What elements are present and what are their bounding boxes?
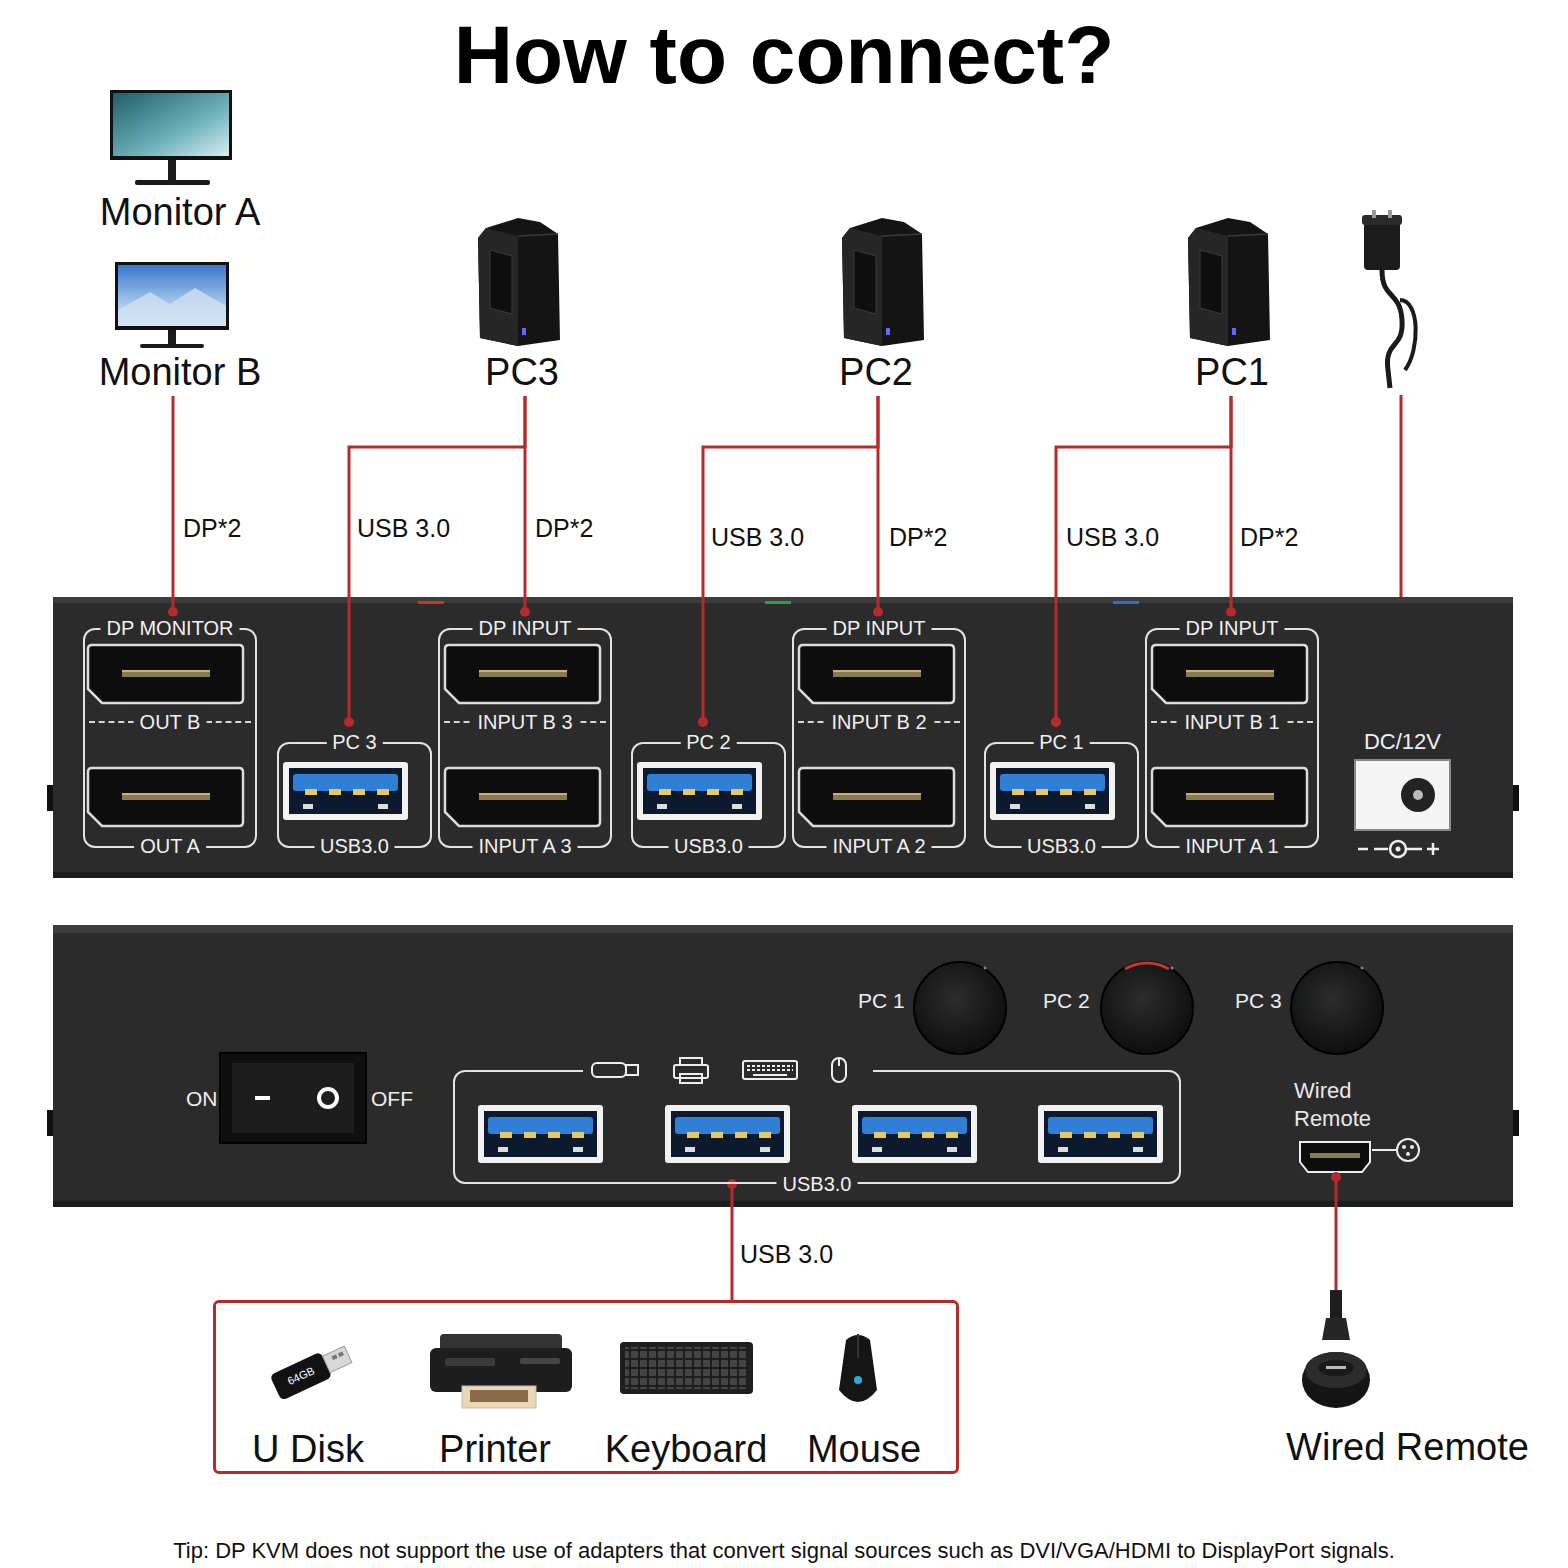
node-text: USB3.0 <box>314 835 395 858</box>
caption-note: Tip: DP KVM does not support the use of … <box>54 1538 1514 1564</box>
port-dot <box>873 607 883 617</box>
remote-port: Wired Remote <box>1290 1075 1430 1177</box>
device-label: Monitor B <box>80 350 280 396</box>
cable-label: USB 3.0 <box>357 514 450 543</box>
node-text: DC/12V <box>1360 729 1445 754</box>
group-outline <box>83 628 257 848</box>
icon-strip <box>583 1054 873 1086</box>
node-text: PC 2 <box>680 731 736 754</box>
node-text: Mouse <box>807 1428 921 1472</box>
cable-line <box>1056 396 1231 722</box>
cable-line <box>1230 396 1233 612</box>
peripheral-icons <box>583 1054 873 1086</box>
port-group: PC 2 USB3.0 <box>631 722 786 860</box>
cable-line <box>703 396 878 722</box>
cable-line <box>524 396 527 612</box>
cable-line <box>349 396 525 722</box>
peripheral-box: U Disk Printer Keyboard Mouse <box>213 1300 959 1474</box>
cable-label: USB 3.0 <box>1066 523 1159 552</box>
port-dot <box>727 1179 737 1189</box>
cable-label: DP*2 <box>183 514 241 543</box>
port-group: DP INPUT INPUT B 1 INPUT A 1 <box>1145 612 1319 860</box>
device-label: PC1 <box>1172 350 1292 396</box>
node-text: PC 3 <box>326 731 382 754</box>
node-text: DP INPUT <box>473 617 578 640</box>
group-outline <box>631 742 786 848</box>
cable-label: DP*2 <box>535 514 593 543</box>
cable-line <box>1335 1177 1338 1290</box>
cable-line <box>172 396 175 612</box>
device-label: Monitor A <box>80 190 280 236</box>
cable-label: USB 3.0 <box>711 523 804 552</box>
node-text: INPUT A 2 <box>826 835 931 858</box>
cable-line <box>877 396 880 612</box>
cable-label: DP*2 <box>1240 523 1298 552</box>
panel-label: ON <box>186 1087 218 1111</box>
port-dot <box>698 717 708 727</box>
panel-label: PC 2 <box>1043 989 1090 1013</box>
port-dot <box>1331 1172 1341 1182</box>
node-text: INPUT B 1 <box>1178 711 1285 734</box>
node-text: PC3 <box>485 351 559 395</box>
node-text: Monitor B <box>99 351 262 395</box>
cable-label: DP*2 <box>889 523 947 552</box>
group-outline <box>453 1070 1181 1184</box>
power-port: DC/12V <box>1350 718 1455 863</box>
port-dot <box>1226 607 1236 617</box>
node-text: PC 1 <box>1033 731 1089 754</box>
device-label: PC3 <box>462 350 582 396</box>
port-dot <box>168 607 178 617</box>
node-text: Printer <box>439 1428 551 1472</box>
node-text: PC2 <box>839 351 913 395</box>
node-text: USB3.0 <box>777 1173 858 1196</box>
port-group: DP INPUT INPUT B 2 INPUT A 2 <box>792 612 966 860</box>
cable-label: USB 3.0 <box>740 1240 833 1269</box>
node-text: INPUT A 1 <box>1179 835 1284 858</box>
port-group: DP MONITOR OUT B OUT A <box>83 612 257 860</box>
group-outline <box>792 628 966 848</box>
node-text: Keyboard <box>605 1428 768 1472</box>
group-outline <box>984 742 1139 848</box>
group-outline <box>1145 628 1319 848</box>
node-text: OUT B <box>134 711 207 734</box>
node-text: USB3.0 <box>668 835 749 858</box>
panel-label: OFF <box>371 1087 413 1111</box>
port-group: DP INPUT INPUT B 3 INPUT A 3 <box>438 612 612 860</box>
panel-label: PC 3 <box>1235 989 1282 1013</box>
node-text: Wired Remote <box>1294 1077 1386 1133</box>
panel-label: PC 1 <box>858 989 905 1013</box>
port-dot <box>520 607 530 617</box>
group-outline <box>277 742 432 848</box>
node-text: U Disk <box>252 1428 364 1472</box>
node-text: DP MONITOR <box>100 617 239 640</box>
node-text: PC1 <box>1195 351 1269 395</box>
remote-device: Wired Remote <box>1280 1290 1535 1470</box>
node-text: INPUT B 3 <box>471 711 578 734</box>
node-text: INPUT A 3 <box>472 835 577 858</box>
node-text: DP INPUT <box>827 617 932 640</box>
group-outline <box>438 628 612 848</box>
node-text: INPUT B 2 <box>825 711 932 734</box>
page-title: How to connect? <box>0 14 1568 96</box>
node-text: Wired Remote <box>1286 1426 1529 1470</box>
port-dot <box>344 717 354 727</box>
cable-line <box>731 1184 734 1300</box>
capacity-text: 64GB <box>286 1364 317 1387</box>
node-text: Monitor A <box>100 191 261 235</box>
usb-hub-group: USB3.0 <box>453 1050 1181 1184</box>
port-group: PC 1 USB3.0 <box>984 722 1139 860</box>
port-dot <box>1051 717 1061 727</box>
port-group: PC 3 USB3.0 <box>277 722 432 860</box>
node-text: OUT A <box>134 835 206 858</box>
device-label: PC2 <box>816 350 936 396</box>
node-text: USB3.0 <box>1021 835 1102 858</box>
node-text: DP INPUT <box>1180 617 1285 640</box>
